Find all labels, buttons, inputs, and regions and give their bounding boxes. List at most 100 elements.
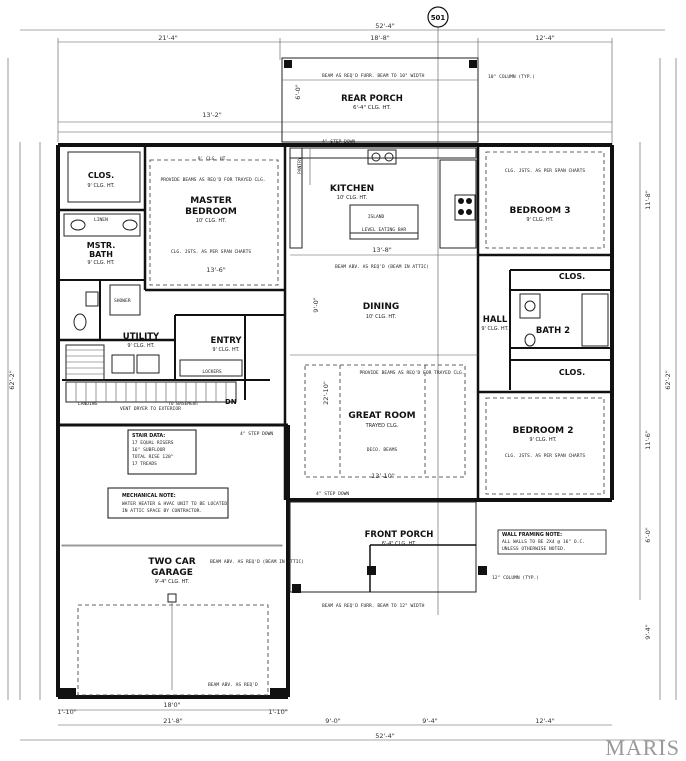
bed2-joists: CLG. JSTS. AS PER SPAN CHARTS xyxy=(505,453,585,459)
lockers-label: LOCKERS xyxy=(202,369,222,375)
bedroom2-outline xyxy=(485,397,605,495)
garage-line1: TWO CAR xyxy=(148,557,195,567)
step-down-garage: 4" STEP DOWN xyxy=(240,431,273,437)
deco-beams-label: DECO. BEAMS xyxy=(367,447,398,453)
dn-label: DN xyxy=(225,398,237,406)
stair-line-3: TOTAL RISE 120" xyxy=(132,454,174,460)
landing-label: LANDING xyxy=(78,401,98,407)
dim-left-total: 62'-2" xyxy=(8,370,16,390)
front-porch xyxy=(289,501,487,593)
wall-note-title: WALL FRAMING NOTE: xyxy=(502,532,562,538)
bedroom3-name: BEDROOM 3 xyxy=(509,206,570,216)
entry-name: ENTRY xyxy=(211,336,243,346)
master-bedroom-detail: 10' CLG. HT. xyxy=(196,218,227,224)
dim-garage-side1: 1'-10" xyxy=(57,708,77,716)
master-bath-line1: MSTR. xyxy=(87,241,116,250)
pantry-label: PANTRY xyxy=(297,157,303,174)
closet-b2-name: CLOS. xyxy=(559,368,585,377)
closet-master-detail: 9' CLG. HT. xyxy=(87,183,115,189)
front-porch-detail: 6'-4" CLG. HT. xyxy=(382,541,417,547)
master-bath-fixtures xyxy=(63,213,141,331)
step-down-kitchen: 4" STEP DOWN xyxy=(322,139,355,145)
beam-garage: BEAM ABV. AS REQ'D xyxy=(208,682,258,688)
dim-garage-side2: 1'-10" xyxy=(268,708,288,716)
bedroom2-name: BEDROOM 2 xyxy=(512,426,573,436)
shower-label: SHOWER xyxy=(114,298,131,304)
dim-right-8: 6'-0" xyxy=(644,527,652,542)
master-bedroom-line1: MASTER xyxy=(190,196,232,206)
beam-attic-dining: BEAM ABV. AS REQ'D (BEAM IN ATTIC) xyxy=(335,264,429,270)
stair-data-title: STAIR DATA: xyxy=(132,433,165,439)
hall-name: HALL xyxy=(483,315,508,325)
dining-detail: 10' CLG. HT. xyxy=(366,314,397,320)
dim-top-left: 21'-4" xyxy=(158,34,178,42)
master-bath-line2: BATH xyxy=(89,250,113,259)
master-bedroom-line2: BEDROOM xyxy=(185,207,237,217)
stair-line-4: 17 TREADS xyxy=(132,461,157,467)
linen-label: LINEN xyxy=(94,217,108,223)
dim-garage-width: 18'0" xyxy=(163,701,180,709)
column-front-note: 12" COLUMN (TYP.) xyxy=(492,575,539,581)
dim-great-room-d: 13'-10" xyxy=(371,472,395,480)
dim-top-mid: 18'-8" xyxy=(370,34,390,42)
north-marker-label: 501 xyxy=(431,14,446,22)
dim-master-top: 13'-2" xyxy=(202,111,222,119)
front-porch-name: FRONT PORCH xyxy=(365,530,434,540)
dim-kitchen-w: 13'-8" xyxy=(372,246,392,254)
dim-master-w: 13'-6" xyxy=(206,266,226,274)
vent-dryer-label: VENT DRYER TO EXTERIOR xyxy=(120,406,181,412)
level-bar-label: LEVEL EATING BAR xyxy=(362,227,406,233)
dim-bed3-h: 11'-8" xyxy=(644,190,652,210)
wall-framing-note-box xyxy=(497,529,607,555)
stairs xyxy=(65,344,237,403)
mech-line-2: IN ATTIC SPACE BY CONTRACTOR. xyxy=(122,508,202,514)
rear-porch xyxy=(281,57,479,143)
dim-great-room-w: 22'-10" xyxy=(322,381,330,405)
great-room-detail: TRAYED CLG. xyxy=(365,423,399,429)
side-dimension-lines xyxy=(7,58,677,700)
dim-rear-porch-depth: 6'-0" xyxy=(294,84,302,99)
dim-bottom-right: 12'-4" xyxy=(535,717,555,725)
hall-detail: 9' CLG. HT. xyxy=(481,326,509,332)
bedroom2-detail: 9' CLG. HT. xyxy=(529,437,557,443)
bath2-name: BATH 2 xyxy=(536,326,570,336)
stair-line-1: 17 EQUAL RISERS xyxy=(132,440,174,446)
dim-bottom-mid: 9'-0" xyxy=(325,717,340,725)
dim-top-total: 52'-4" xyxy=(375,22,395,30)
bedroom3-outline xyxy=(485,151,605,249)
rear-porch-name: REAR PORCH xyxy=(341,94,403,104)
wall-note-line2: UNLESS OTHERWISE NOTED. xyxy=(502,546,566,552)
beam-rear-note: BEAM AS REQ'D FURR. BEAM TO 10" WIDTH xyxy=(322,73,425,79)
beam-front-note: BEAM AS REQ'D FURR. BEAM TO 12" WIDTH xyxy=(322,603,425,609)
kitchen-detail: 10' CLG. HT. xyxy=(337,195,368,201)
dim-right-9: 9'-4" xyxy=(644,624,652,639)
north-marker: 501 xyxy=(427,6,449,615)
closet-master-outline xyxy=(67,151,141,203)
column-rear-note: 10" COLUMN (TYP.) xyxy=(488,74,535,80)
master-tray-outline xyxy=(149,159,279,286)
wall-note-line1: ALL WALLS TO BE 2X4 @ 16" O.C. xyxy=(502,539,585,545)
mech-note-title: MECHANICAL NOTE: xyxy=(122,493,176,499)
mech-line-1: WATER HEATER & HVAC UNIT TO BE LOCATED xyxy=(122,501,227,507)
dim-bottom-left: 21'-8" xyxy=(163,717,183,725)
master-joists-note: CLG. JSTS. AS PER SPAN CHARTS xyxy=(171,249,251,255)
great-room-tray-note: PROVIDE BEAMS AS REQ'D FOR TRAYED CLG. xyxy=(359,370,464,376)
beam-garage-attic: BEAM ABV. AS REQ'D (BEAM IN ATTIC) xyxy=(210,559,304,565)
master-trayed-note: PROVIDE BEAMS AS REQ'D FOR TRAYED CLG. xyxy=(160,177,265,183)
top-dimension-lines xyxy=(20,29,665,145)
dim-top-right: 12'-4" xyxy=(535,34,555,42)
master-clg-ht: 9' CLG. HT. xyxy=(198,156,228,162)
closet-b3-name: CLOS. xyxy=(559,272,585,281)
dim-bed2-h: 11'-6" xyxy=(644,430,652,450)
garage-details xyxy=(60,429,286,696)
utility-name: UTILITY xyxy=(123,332,160,342)
dining-name: DINING xyxy=(363,302,400,312)
dim-right-total: 62'-2" xyxy=(664,370,672,390)
dim-bottom-mid2: 9'-4" xyxy=(422,717,437,725)
bedroom3-detail: 9' CLG. HT. xyxy=(526,217,554,223)
utility-detail: 9' CLG. HT. xyxy=(127,343,155,349)
to-basement-label: TO BASEMENT xyxy=(168,401,199,407)
bath2-fixtures xyxy=(519,293,609,347)
dim-bottom-total: 52'-4" xyxy=(375,732,395,740)
